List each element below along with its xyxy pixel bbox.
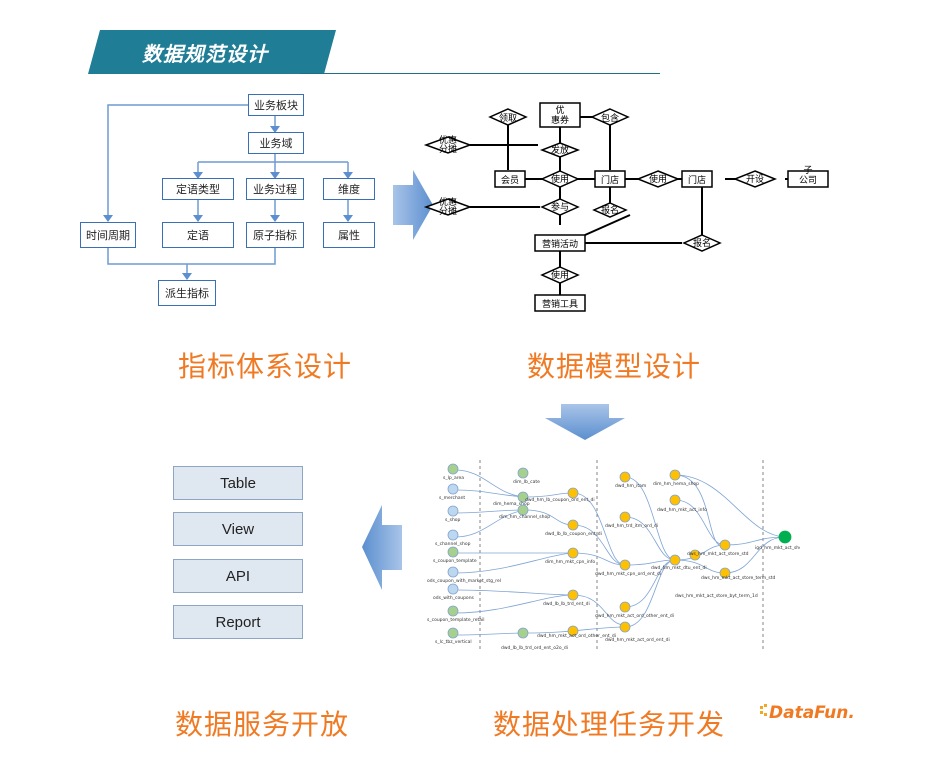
page-title: 数据规范设计: [142, 42, 268, 66]
svg-text:ods_coupon_with_market_stg_rel: ods_coupon_with_market_stg_rel: [427, 578, 501, 584]
svg-text:使用: 使用: [551, 269, 569, 281]
svg-text:dwd_hm_itam: dwd_hm_itam: [615, 483, 646, 489]
svg-text:报名: 报名: [601, 204, 619, 216]
svg-text:公司: 公司: [799, 175, 817, 186]
svg-text:dim_lb_cate: dim_lb_cate: [513, 479, 540, 485]
svg-text:dwd_hm_mkt_act_ord_other_ent_d: dwd_hm_mkt_act_ord_other_ent_di: [595, 613, 674, 619]
arrow-down-icon: [545, 404, 625, 440]
svg-text:ods_with_coupons: ods_with_coupons: [433, 595, 475, 601]
header-banner: [88, 30, 336, 74]
svg-text:s_coupon_template: s_coupon_template: [433, 558, 477, 564]
svg-text:dwd_hm_mkt_act_ord_other_ent_d: dwd_hm_mkt_act_ord_other_ent_di: [537, 633, 616, 639]
node-qualifier-type: 定语类型: [162, 178, 234, 200]
node-business-domain: 业务域: [248, 132, 304, 154]
er-entity-campaign: 营销活动: [542, 238, 578, 250]
er-entity-subsidiary: 子: [803, 165, 812, 176]
node-time-period: 时间周期: [80, 222, 136, 248]
svg-text:dwd_hm_mkt_cpn_ord_ent_di: dwd_hm_mkt_cpn_ord_ent_di: [595, 571, 661, 577]
svg-text:dwd_hm_lb_coupon_ord_ent_di: dwd_hm_lb_coupon_ord_ent_di: [525, 497, 595, 503]
node-atomic-metric: 原子指标: [246, 222, 304, 248]
service-api: API: [173, 559, 303, 593]
svg-text:分摊: 分摊: [439, 205, 457, 217]
svg-text:dwd_lb_lb_coupon_ent_di: dwd_lb_lb_coupon_ent_di: [545, 531, 602, 537]
er-entity-tool: 营销工具: [542, 298, 578, 310]
er-diagram: 优 惠券 会员 门店 门店 子 公司 营销活动 营销工具 领取 包含 优惠 分摊…: [423, 102, 829, 312]
svg-text:开设: 开设: [746, 174, 764, 185]
svg-text:参与: 参与: [551, 201, 569, 213]
svg-text:dim_hm_channel_shop: dim_hm_channel_shop: [499, 514, 550, 520]
svg-text:dws_hm_mkt_act_store_std: dws_hm_mkt_act_store_std: [687, 551, 749, 557]
svg-text:惠券: 惠券: [551, 114, 569, 126]
arrow-left-icon: [362, 505, 402, 590]
svg-text:dim_hema_shop: dim_hema_shop: [493, 501, 530, 507]
svg-text:dwd_hm_mkt_act_info: dwd_hm_mkt_act_info: [657, 507, 707, 513]
caption-service-open: 数据服务开放: [175, 708, 350, 741]
svg-text:dwd_lb_lb_trd_ord_ent_o2o_di: dwd_lb_lb_trd_ord_ent_o2o_di: [501, 645, 568, 651]
caption-task-dev: 数据处理任务开发: [493, 708, 726, 741]
node-dimension: 维度: [323, 178, 375, 200]
service-view: View: [173, 512, 303, 546]
svg-text:s_shop: s_shop: [445, 517, 461, 523]
svg-text:dim_hm_mkt_cpn_info: dim_hm_mkt_cpn_info: [545, 559, 595, 565]
svg-text:igd_hm_mkt_act_shop_td: igd_hm_mkt_act_shop_td: [755, 545, 800, 551]
svg-text:s_merchant: s_merchant: [439, 495, 465, 501]
task-dag: s_lp_area s_merchant s_shop s_channel_sh…: [427, 460, 800, 651]
er-entity-member: 会员: [501, 174, 519, 186]
service-report: Report: [173, 605, 303, 639]
svg-text:发放: 发放: [551, 144, 569, 156]
svg-text:优惠: 优惠: [439, 196, 457, 208]
svg-text:dim_hm_hema_shop: dim_hm_hema_shop: [653, 481, 699, 487]
er-entity-store-2: 门店: [688, 174, 706, 186]
svg-text:包含: 包含: [601, 112, 619, 124]
node-attribute: 属性: [323, 222, 375, 248]
svg-text:dwd_hm_mkt_dtu_ent_di: dwd_hm_mkt_dtu_ent_di: [651, 565, 707, 571]
svg-text:领取: 领取: [499, 112, 517, 124]
svg-text:分摊: 分摊: [439, 143, 457, 155]
er-entity-store: 门店: [601, 174, 619, 186]
svg-text:dws_hm_mkt_act_store_term_std: dws_hm_mkt_act_store_term_std: [701, 575, 776, 581]
svg-text:使用: 使用: [551, 173, 569, 185]
caption-metric-system: 指标体系设计: [178, 350, 353, 383]
node-business-block: 业务板块: [248, 94, 304, 116]
svg-text:dwd_lb_lb_trd_ent_di: dwd_lb_lb_trd_ent_di: [543, 601, 590, 607]
svg-text:dwd_hm_trd_itm_ord_di: dwd_hm_trd_itm_ord_di: [605, 523, 658, 529]
arrow-right-icon: [393, 170, 433, 240]
header-underline: [300, 73, 660, 74]
caption-model-design: 数据模型设计: [527, 350, 702, 383]
svg-text:s_channel_shop: s_channel_shop: [435, 541, 471, 547]
er-entity-coupon: 优: [555, 104, 564, 116]
svg-text:优惠: 优惠: [439, 134, 457, 146]
svg-text:DataFun.: DataFun.: [769, 703, 855, 723]
datafun-logo: DataFun.: [758, 697, 868, 725]
svg-text:s_lp_area: s_lp_area: [443, 475, 464, 481]
node-derived-metric: 派生指标: [158, 280, 216, 306]
svg-text:dwd_hm_mkt_act_ord_ent_di: dwd_hm_mkt_act_ord_ent_di: [605, 637, 670, 643]
service-table: Table: [173, 466, 303, 500]
svg-text:使用: 使用: [649, 173, 667, 185]
svg-text:报名: 报名: [693, 237, 711, 249]
svg-text:s_lc_tbz_vertical: s_lc_tbz_vertical: [435, 639, 472, 645]
node-qualifier: 定语: [162, 222, 234, 248]
node-business-process: 业务过程: [246, 178, 304, 200]
svg-text:dws_hm_mkt_act_store_byt_term_: dws_hm_mkt_act_store_byt_term_1d: [675, 593, 758, 599]
svg-text:s_coupon_template_retail: s_coupon_template_retail: [427, 617, 485, 623]
